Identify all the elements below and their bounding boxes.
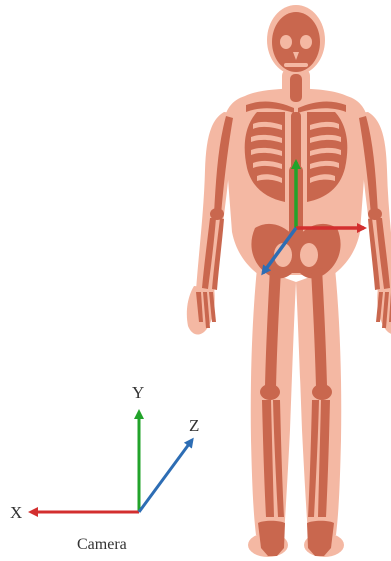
camera-y-axis-label: Y xyxy=(132,383,144,402)
camera-z-axis-label: Z xyxy=(189,416,199,435)
camera-z-axis-arrow xyxy=(139,440,192,512)
camera-coordinate-axes: Y Z X Camera xyxy=(10,383,199,553)
camera-x-axis-label: X xyxy=(10,503,22,522)
human-skeleton-illustration xyxy=(187,5,391,557)
camera-caption: Camera xyxy=(77,536,127,553)
